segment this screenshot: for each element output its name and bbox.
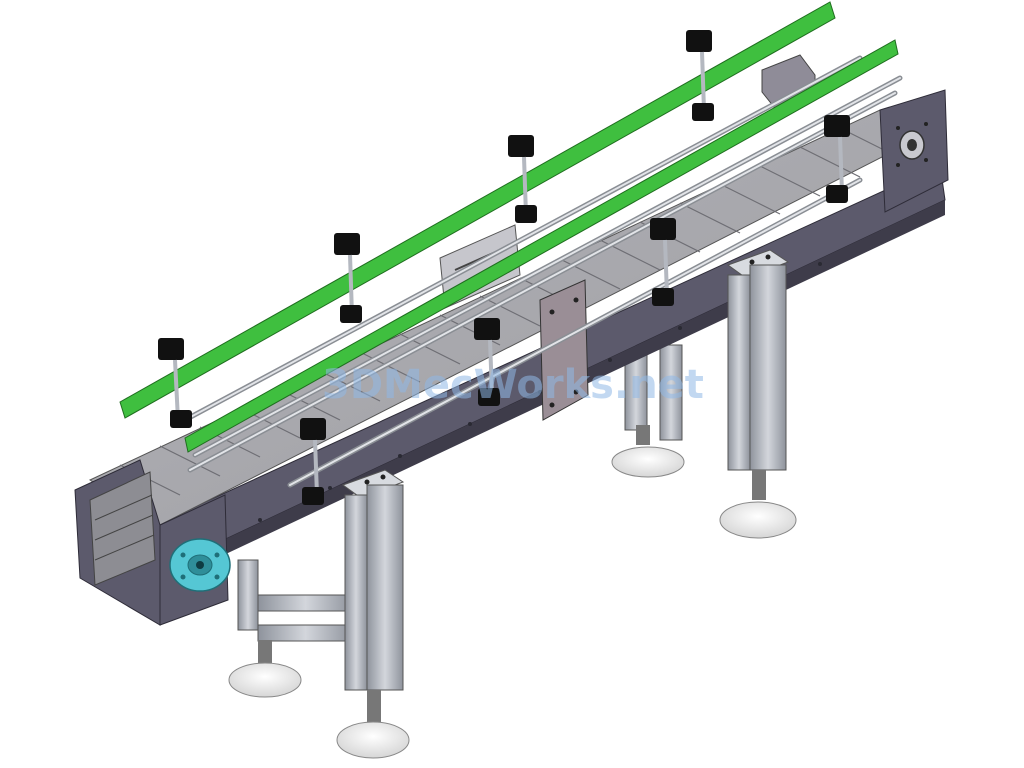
front-leg-right [719, 249, 797, 539]
conveyor-belt [88, 109, 937, 526]
green-guide-rail-back [119, 1, 836, 419]
tail-end-plate [74, 459, 229, 626]
green-guide-rail-front [184, 39, 899, 453]
rail-brackets [158, 30, 850, 505]
guide-rods [182, 55, 903, 488]
end-plate-icon [879, 89, 949, 213]
rear-leg-right [611, 334, 685, 478]
watermark-text: 3DMecWorks.net [322, 362, 704, 408]
front-leg-left [336, 469, 410, 759]
sprocket-hub-icon [169, 538, 231, 592]
rear-leg-left [228, 559, 354, 698]
